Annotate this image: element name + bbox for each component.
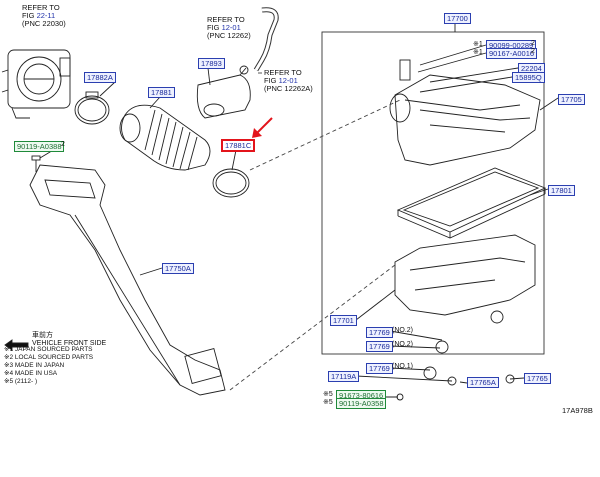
mark-5-a: ※5 (323, 391, 333, 398)
front-side-jp: 車前方 (32, 332, 53, 339)
intake-hose-drawing (119, 104, 211, 171)
callout-90119-a0388[interactable]: 90119-A0388 (14, 141, 65, 152)
callout-90119-a0358[interactable]: 90119-A0358 (336, 398, 387, 409)
legend-item: ※2 LOCAL SOURCED PARTS (4, 354, 94, 361)
callout-17701[interactable]: 17701 (330, 315, 357, 326)
callout-17750a[interactable]: 17750A (162, 263, 194, 274)
clamp-17882a-drawing (74, 95, 110, 125)
legend-item: ※4 MADE IN USA (4, 370, 58, 377)
ref-fig-12-01-right: REFER TO FIG 12-01 (PNC 12262A) (264, 68, 313, 93)
mark-1-a: ※1 (473, 41, 483, 48)
ref-fig-12-01-top-link[interactable]: 12-01 (221, 23, 241, 32)
front-arrow-icon (4, 339, 29, 351)
ref-fig-12-01-top: REFER TO FIG 12-01 (PNC 12262) (207, 15, 251, 40)
suffix-90119: 2 (61, 141, 65, 148)
resonator-drawing (196, 67, 251, 119)
suffix-no1: (NO.1) (392, 363, 413, 370)
clamp-17881c-drawing (212, 168, 250, 198)
legend-item: ※1 JAPAN SOURCED PARTS (4, 346, 93, 353)
intake-duct-drawing (29, 164, 226, 396)
suffix-90099: 2 (531, 40, 535, 47)
callout-15895q[interactable]: 15895Q (512, 72, 545, 83)
ref-fig-12-01-right-link[interactable]: 12-01 (278, 76, 298, 85)
callout-17801[interactable]: 17801 (548, 185, 575, 196)
callout-17769-b[interactable]: 17769 (366, 341, 393, 352)
suffix-no2-a: (NO.2) (392, 327, 413, 334)
front-side-en: VEHICLE FRONT SIDE (32, 340, 107, 347)
callout-17119a[interactable]: 17119A (328, 371, 360, 382)
callout-17765[interactable]: 17765 (524, 373, 551, 384)
mark-1-b: ※1 (473, 49, 483, 56)
throttle-body-drawing (1, 49, 71, 119)
front-side-label: 車前方 VEHICLE FRONT SIDE (32, 332, 106, 348)
ref-fig-22-11-link[interactable]: 22-11 (36, 11, 56, 20)
callout-17882a[interactable]: 17882A (84, 72, 116, 83)
figure-code: 17A978B (562, 406, 593, 415)
ref-fig-22-11: REFER TO FIG 22-11 (PNC 22030) (22, 3, 66, 28)
callout-17705[interactable]: 17705 (558, 94, 585, 105)
suffix-90167: 2 (531, 48, 535, 55)
legend-item: ※5 (2112- ) (4, 378, 38, 385)
callout-17765a[interactable]: 17765A (467, 377, 499, 388)
highlight-arrow-icon (252, 117, 273, 138)
assembly-outline (321, 31, 545, 355)
mark-5-b: ※5 (323, 399, 333, 406)
legend: ※1 JAPAN SOURCED PARTS ※2 LOCAL SOURCED … (4, 346, 93, 386)
air-cleaner-case-drawing (394, 234, 536, 380)
callout-17881c-highlighted[interactable]: 17881C (221, 139, 256, 152)
air-cleaner-cap-drawing (389, 59, 541, 166)
suffix-no2-b: (NO.2) (392, 341, 413, 348)
filter-element-drawing (396, 167, 547, 239)
callout-17893[interactable]: 17893 (198, 58, 225, 69)
callout-17881[interactable]: 17881 (148, 87, 175, 98)
legend-item: ※3 MADE IN JAPAN (4, 362, 65, 369)
callout-17700[interactable]: 17700 (444, 13, 471, 24)
callout-17769-c[interactable]: 17769 (366, 363, 393, 374)
callout-90167-a0016[interactable]: 90167-A0016 (486, 48, 538, 59)
callout-17769-a[interactable]: 17769 (366, 327, 393, 338)
